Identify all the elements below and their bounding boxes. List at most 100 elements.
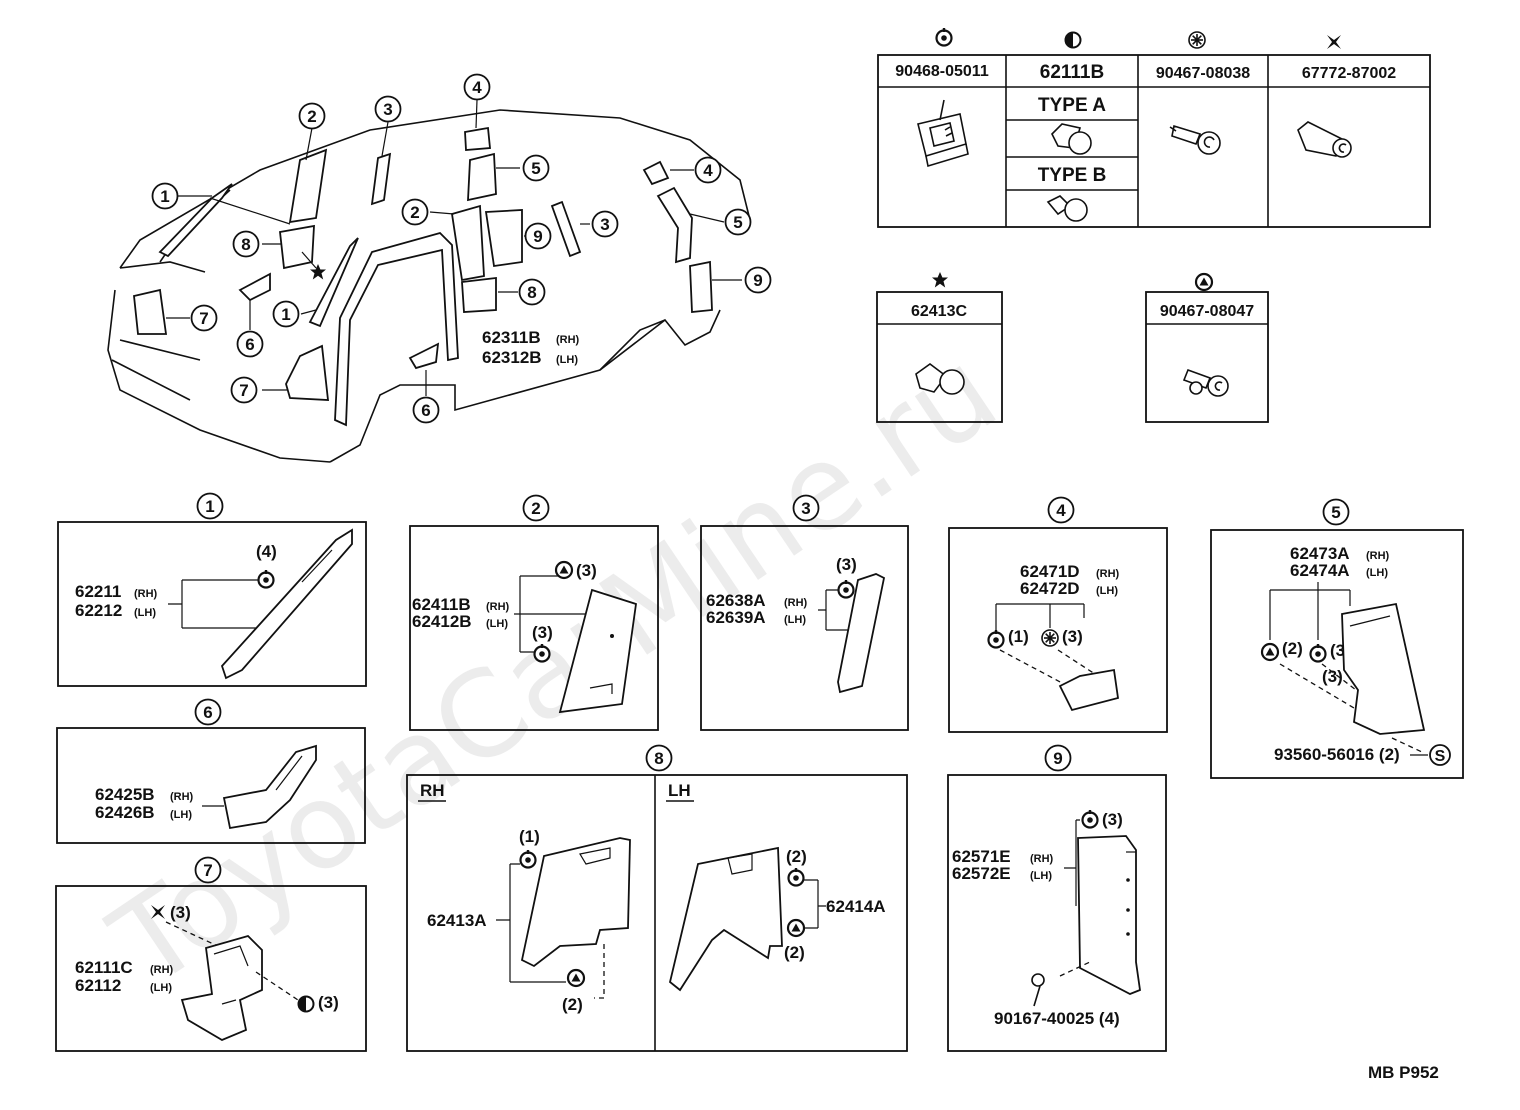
svg-text:2: 2 xyxy=(531,499,540,518)
circle-dot-icon xyxy=(837,578,855,599)
circle-dot-icon xyxy=(1081,808,1099,829)
svg-text:6: 6 xyxy=(421,401,430,420)
triangle-circle-icon xyxy=(554,560,574,580)
circle-dot-icon xyxy=(1309,642,1327,663)
detail-panel-6: 62425B (RH) 62426B (LH) xyxy=(56,727,366,844)
svg-text:1: 1 xyxy=(205,497,214,516)
p6-lh-part: 62426B xyxy=(95,803,155,822)
fastener-62413c-box: 62413C xyxy=(876,272,1003,423)
p3-qty: (3) xyxy=(836,555,857,574)
fastener-part-1: 90468-05011 xyxy=(895,63,989,80)
detail-panel-5: 62473A (RH) 62474A (LH) (2) (3) (3) 9356… xyxy=(1210,529,1464,779)
svg-text:9: 9 xyxy=(533,227,542,246)
svg-text:5: 5 xyxy=(1331,503,1340,522)
p7-rh-tag: (RH) xyxy=(150,964,174,976)
p4-rh-part: 62471D xyxy=(1020,562,1080,581)
star-icon xyxy=(310,264,326,280)
p9-screw: 90167-40025 (4) xyxy=(994,1009,1120,1028)
p7-lh-part: 62112 xyxy=(75,976,121,995)
p4-qty-a: (1) xyxy=(1008,627,1029,646)
fastener-part-4: 67772-87002 xyxy=(1302,65,1396,82)
triangle-circle-icon xyxy=(1194,272,1214,292)
panel-number-2: 2 xyxy=(522,494,550,522)
p5-lh-tag: (LH) xyxy=(1366,567,1388,579)
overview-callout-1: 1 xyxy=(151,182,179,210)
svg-text:4: 4 xyxy=(1056,501,1066,520)
svg-text:8: 8 xyxy=(527,283,536,302)
svg-text:7: 7 xyxy=(239,381,248,400)
p1-rh-part: 62211 xyxy=(75,582,121,601)
panel-number-5: 5 xyxy=(1322,498,1350,526)
svg-text:3: 3 xyxy=(801,499,810,518)
svg-text:3: 3 xyxy=(383,100,392,119)
p2-qty-top: (3) xyxy=(576,561,597,580)
p2-rh-tag: (RH) xyxy=(486,601,510,613)
p4-lh-part: 62472D xyxy=(1020,579,1080,598)
fastener-90467-08047-label: 90467-08047 xyxy=(1160,303,1254,320)
p5-screw-symbol: S xyxy=(1435,748,1446,765)
overview-callout-3: 3 xyxy=(374,95,402,123)
circle-dot-icon xyxy=(787,866,805,887)
overview-callout-2: 2 xyxy=(401,198,429,226)
p2-qty-bot: (3) xyxy=(532,623,553,642)
p1-lh-part: 62212 xyxy=(75,601,122,620)
grommet-90467-08047-drawing xyxy=(1182,368,1229,397)
panel-number-9: 9 xyxy=(1044,744,1072,772)
p3-lh-tag: (LH) xyxy=(784,614,806,626)
p9-rh-part: 62571E xyxy=(952,847,1011,866)
detail-panel-1: 62211 (RH) 62212 (LH) (4) xyxy=(57,521,367,687)
circle-dot-icon xyxy=(987,628,1005,649)
svg-text:8: 8 xyxy=(654,749,663,768)
p5-lh-part: 62474A xyxy=(1290,561,1350,580)
plug-67772-drawing xyxy=(1297,121,1352,158)
svg-text:7: 7 xyxy=(203,861,212,880)
svg-text:9: 9 xyxy=(1053,749,1062,768)
vehicle-overview xyxy=(107,109,751,463)
p7-rh-part: 62111C xyxy=(75,958,133,977)
fastener-part-3: 90467-08038 xyxy=(1156,65,1250,82)
triangle-circle-icon xyxy=(1260,642,1280,662)
p2-lh-part: 62412B xyxy=(412,612,472,631)
footer-code: MB P952 xyxy=(1368,1063,1439,1082)
asterisk-circle-icon xyxy=(1188,31,1206,49)
overview-callout-4: 4 xyxy=(694,156,722,184)
p3-rh-tag: (RH) xyxy=(784,597,808,609)
svg-text:1: 1 xyxy=(160,187,169,206)
p5-screw: 93560-56016 (2) xyxy=(1274,745,1400,764)
svg-text:5: 5 xyxy=(531,159,540,178)
p5-qty-a: (2) xyxy=(1282,639,1303,658)
p6-rh-part: 62425B xyxy=(95,785,155,804)
detail-panel-2: 62411B (RH) 62412B (LH) (3) (3) xyxy=(409,525,659,731)
half-circle-icon xyxy=(1064,31,1082,49)
svg-text:3: 3 xyxy=(600,215,609,234)
p8-rh-label: RH xyxy=(420,781,445,800)
p9-lh-part: 62572E xyxy=(952,864,1011,883)
p5-rh-part: 62473A xyxy=(1290,544,1350,563)
overview-callout-2: 2 xyxy=(298,102,326,130)
p8-lh-label: LH xyxy=(668,781,691,800)
type-a-label: TYPE A xyxy=(1038,95,1106,116)
triangle-circle-icon xyxy=(566,968,586,988)
overview-callout-6: 6 xyxy=(236,330,264,358)
overview-callout-3: 3 xyxy=(591,210,619,238)
svg-text:5: 5 xyxy=(733,213,742,232)
p8-lh-qty2: (2) xyxy=(784,943,805,962)
p5-rh-tag: (RH) xyxy=(1366,550,1390,562)
s-symbol-icon xyxy=(1429,744,1451,766)
overview-callout-8: 8 xyxy=(232,230,260,258)
detail-panel-7: (3) 62111C (RH) 62112 (LH) (3) xyxy=(55,885,367,1052)
p3-rh-part: 62638A xyxy=(706,591,766,610)
opening-trim-lh-part: 62312B xyxy=(482,348,542,367)
p8-lh-part: 62414A xyxy=(826,897,886,916)
p8-lh-qty1: (2) xyxy=(786,847,807,866)
p7-lh-tag: (LH) xyxy=(150,982,172,994)
p8-rh-part: 62413A xyxy=(427,911,487,930)
opening-trim-rh-tag: (RH) xyxy=(556,334,580,346)
panel-number-7: 7 xyxy=(194,856,222,884)
svg-text:8: 8 xyxy=(241,235,250,254)
p4-qty-b: (3) xyxy=(1062,627,1083,646)
overview-callout-4: 4 xyxy=(463,73,491,101)
opening-trim-lh-tag: (LH) xyxy=(556,354,578,366)
type-b-label: TYPE B xyxy=(1038,165,1107,186)
